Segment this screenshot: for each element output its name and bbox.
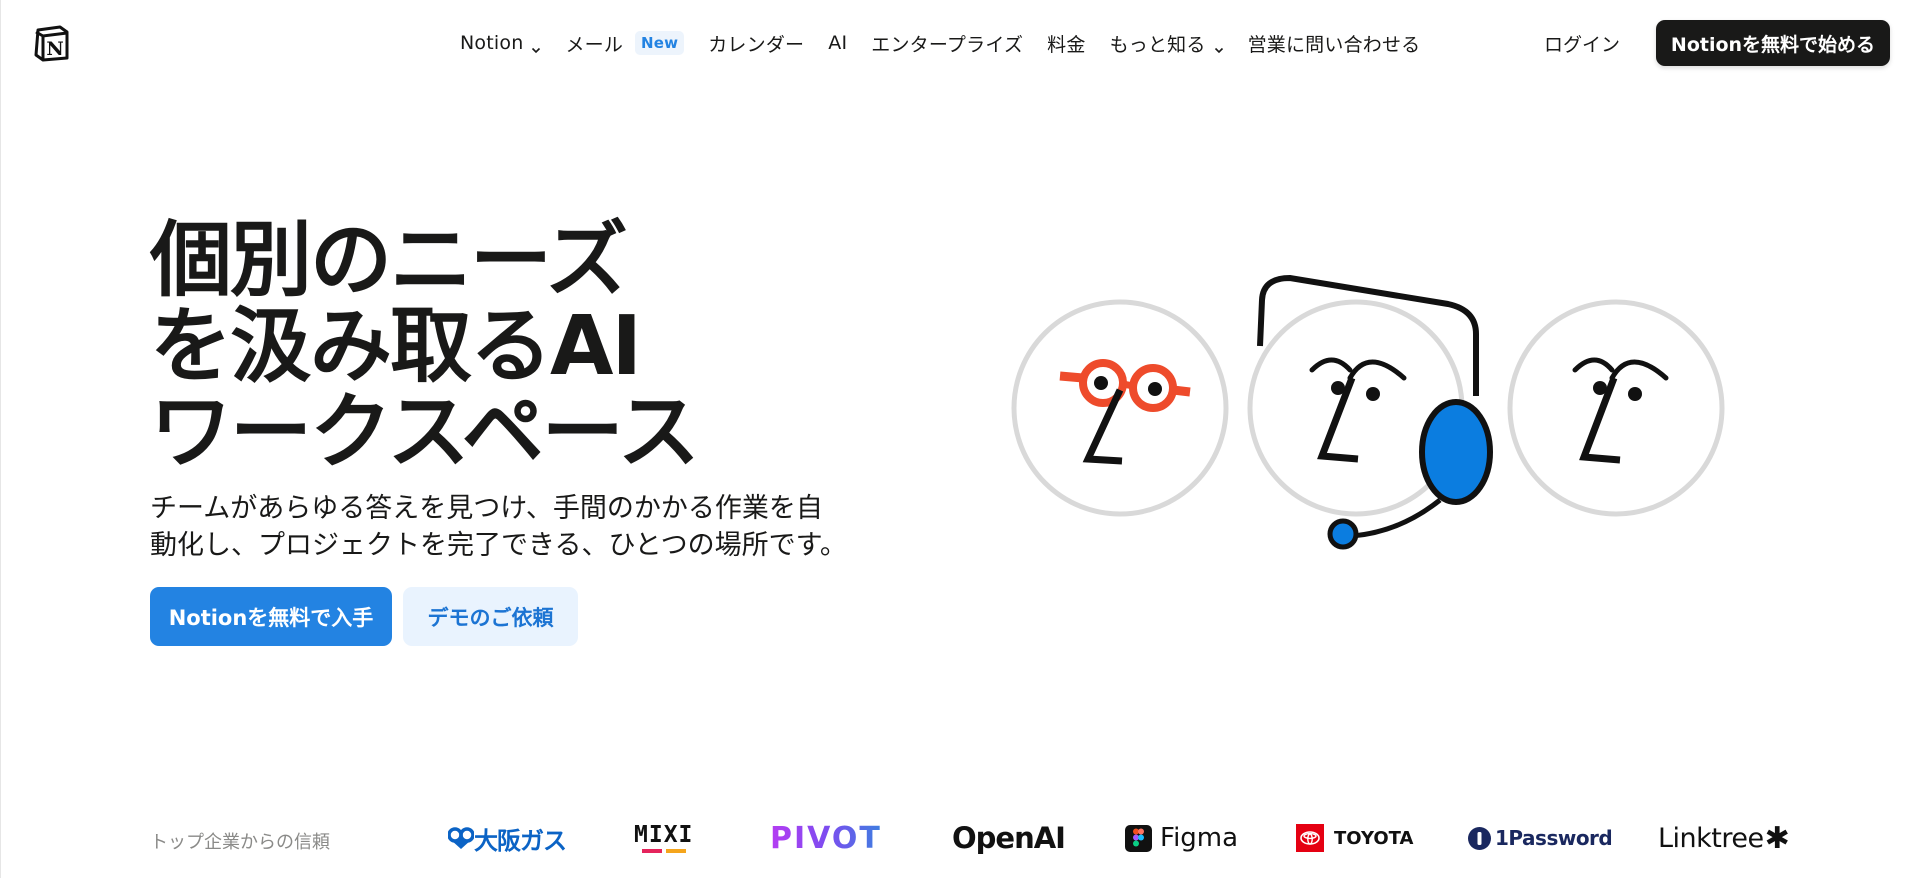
logo-openai: OpenAI — [952, 821, 1066, 855]
brand-name: Linktree — [1658, 822, 1764, 854]
hero-title-line: 個別のニーズ — [150, 213, 628, 308]
brand-name: Figma — [1160, 823, 1239, 853]
svg-text:N: N — [46, 38, 63, 60]
hero-illustration — [1000, 270, 1760, 560]
get-notion-free-hero-button[interactable]: Notionを無料で入手 — [150, 587, 392, 646]
nav-item-pricing[interactable]: 料金 — [1035, 24, 1097, 62]
nav-item-label: カレンダー — [708, 33, 805, 56]
nav-item-label: メール — [565, 33, 624, 56]
linktree-asterisk-icon: ✱ — [1764, 820, 1790, 856]
nav-item-enterprise[interactable]: エンタープライズ — [859, 24, 1035, 62]
nav-item-contact-sales[interactable]: 営業に問い合わせる — [1236, 24, 1433, 62]
nav-item-mail[interactable]: メール New — [553, 24, 696, 62]
brand-name: 大阪ガス — [474, 826, 567, 855]
face-with-glasses-icon — [1011, 299, 1229, 517]
brand-name: TOYOTA — [1334, 827, 1414, 849]
nav-menu: Notion メール New カレンダー AI エンタープライズ 料金 もっと知… — [448, 24, 1432, 62]
nav-item-ai[interactable]: AI — [816, 24, 859, 62]
hero-title-line: ワークスペース — [150, 385, 700, 480]
nav-item-label: もっと知る — [1109, 33, 1206, 56]
toyota-emblem-icon — [1296, 824, 1324, 852]
request-demo-button[interactable]: デモのご依頼 — [403, 587, 578, 646]
logo-figma: Figma — [1125, 820, 1238, 856]
face-with-headset-icon — [1247, 274, 1493, 550]
hero-title: 個別のニーズ を汲み取るAI ワークスペース — [150, 213, 700, 480]
logo-pivot: PIVOT — [770, 820, 882, 856]
trusted-by-label: トップ企業からの信頼 — [150, 832, 330, 853]
chevron-down-icon — [531, 38, 541, 54]
login-link[interactable]: ログイン — [1544, 33, 1621, 56]
logo-mixi: MIXI — [634, 820, 693, 856]
hero-subtitle-line: 動化し、プロジェクトを完了できる、ひとつの場所です。 — [150, 530, 847, 561]
nav-item-label: Notion — [460, 32, 524, 54]
hero-subtitle: チームがあらゆる答えを見つけ、手間のかかる作業を自 動化し、プロジェクトを完了で… — [150, 490, 890, 564]
chevron-down-icon — [1214, 38, 1224, 54]
nav-item-notion[interactable]: Notion — [448, 24, 553, 62]
logo-linktree: Linktree ✱ — [1658, 820, 1790, 856]
nav-item-learn-more[interactable]: もっと知る — [1098, 24, 1236, 62]
notion-logo-icon[interactable]: N — [32, 22, 72, 62]
page-edge — [0, 0, 1, 878]
logo-1password: 1Password — [1468, 820, 1613, 856]
logo-osaka-gas: 大阪ガス — [448, 820, 567, 856]
nav-item-label: 営業に問い合わせる — [1247, 33, 1421, 56]
nav-item-calendar[interactable]: カレンダー — [696, 24, 816, 62]
hero-title-line: を汲み取るAI — [150, 299, 642, 394]
get-notion-free-button[interactable]: Notionを無料で始める — [1656, 20, 1890, 66]
mixi-bars-icon — [641, 848, 686, 853]
nav-item-label: 料金 — [1047, 33, 1086, 56]
brand-name: 1Password — [1495, 826, 1613, 850]
figma-icon — [1125, 824, 1152, 852]
logo-toyota: TOYOTA — [1296, 820, 1413, 856]
nav-item-label: エンタープライズ — [871, 33, 1024, 56]
brand-name: MIXI — [634, 821, 694, 848]
top-navigation: N Notion メール New カレンダー AI エンタープライズ 料金 もっ… — [0, 0, 1920, 86]
new-badge: New — [635, 31, 685, 55]
osaka-gas-mark-icon — [448, 827, 474, 849]
1password-key-icon — [1468, 826, 1491, 850]
plain-face-icon — [1507, 299, 1725, 517]
nav-item-label: AI — [828, 32, 848, 54]
hero-subtitle-line: チームがあらゆる答えを見つけ、手間のかかる作業を自 — [150, 493, 823, 524]
